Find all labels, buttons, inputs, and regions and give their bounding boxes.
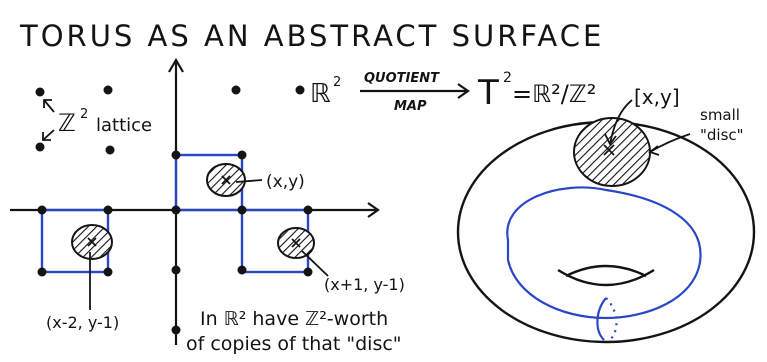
lattice-point [103,267,113,277]
plane-label: ℝ [310,79,331,109]
torus-meridian-back [605,297,618,341]
lattice-label-word: lattice [96,115,152,136]
lattice-label-z: ℤ [58,109,76,137]
diagram-title: TORUS AS AN ABSTRACT SURFACE [19,19,604,53]
point-label-right: (x+1, y-1) [324,275,405,294]
point-label-center: (x,y) [266,172,305,192]
pointer-center [235,179,263,183]
torus-eq-T: T [477,73,499,113]
torus-hole-lower [557,268,655,287]
torus-eq-sup: 2 [503,70,512,86]
lattice-point [35,142,45,152]
torus-eq-rest: =ℝ²/ℤ² [512,80,596,108]
note-line-2: of copies of that "disc" [186,333,402,355]
torus-hole-upper [565,264,647,278]
quotient-bottom-label: MAP [394,99,427,114]
lattice-point [237,205,247,215]
quotient-top-label: QUOTIENT [364,71,440,86]
point-label-left: (x-2, y-1) [46,313,119,332]
lattice-point [37,205,47,215]
lattice-annotation-arrows [42,99,55,141]
small-disc-line-1: small [700,106,740,124]
lattice-point [171,325,181,335]
torus-annotation-arrows [604,99,691,156]
disc-center-marks [87,175,301,248]
lattice-label-sup: 2 [80,107,88,122]
small-disc-line-2: "disc" [700,126,744,144]
torus-meridian-front [596,297,607,341]
quotient-arrow [360,83,470,99]
lattice-point [171,205,181,215]
lattice-points [35,85,313,335]
lattice-point [171,150,181,160]
torus-disc-center [603,144,615,156]
lattice-point [303,205,313,215]
note-line-1: In ℝ² have ℤ²-worth [200,308,388,330]
lattice-point [237,265,247,275]
class-label: [x,y] [634,85,680,109]
lattice-point [237,150,247,160]
lattice-point [171,265,181,275]
lattice-point [35,87,45,97]
lattice-point [105,145,115,155]
lattice-point [231,85,241,95]
lattice-point [103,205,113,215]
torus-longitude [506,186,702,320]
lattice-point [103,85,113,95]
pointer-right [301,250,329,277]
torus-curves [506,186,702,341]
lattice-point [295,85,305,95]
lattice-point [303,267,313,277]
lattice-point [37,267,47,277]
plane-sup: 2 [333,75,341,90]
